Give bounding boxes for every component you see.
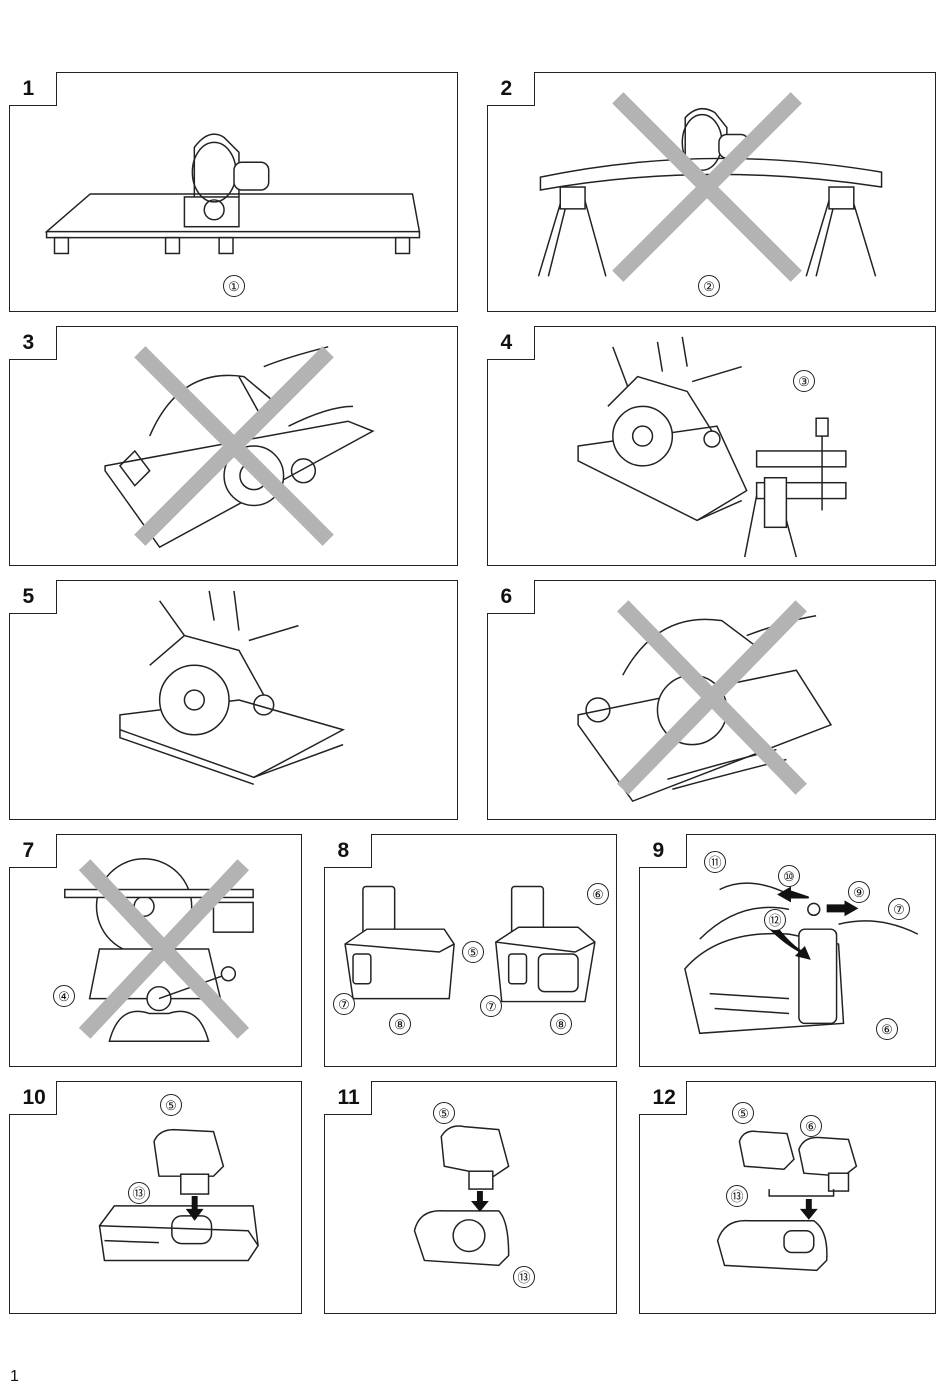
panel-number-11: 11: [323, 1080, 372, 1115]
figure-panel-12: 12 ⑤ ⑥ ⑬: [638, 1080, 936, 1314]
panel-number-8: 8: [323, 833, 372, 868]
callout-5: ⑤: [433, 1102, 455, 1124]
panel-number-9: 9: [638, 833, 687, 868]
figure-panel-9: 9 ⑪ ⑩ ⑨ ⑫ ⑦ ⑥: [638, 833, 936, 1067]
figure-panel-3: 3: [8, 325, 458, 566]
figure-panel-7: 7 ④: [8, 833, 302, 1067]
callout-8-left: ⑧: [389, 1013, 411, 1035]
callout-13: ⑬: [128, 1182, 150, 1204]
callout-13: ⑬: [513, 1266, 535, 1288]
callout-5: ⑤: [732, 1102, 754, 1124]
figure-panel-6: 6: [486, 579, 936, 820]
figure-panel-2: 2 ②: [486, 71, 936, 312]
battery-insert-into-charger-illustration: [98, 1128, 259, 1262]
panel-number-1: 1: [8, 71, 57, 106]
panel-number-3: 3: [8, 325, 57, 360]
panel-number-6: 6: [486, 579, 535, 614]
callout-7: ⑦: [888, 898, 910, 920]
hand-under-board-prohibited-illustration: [577, 600, 833, 803]
saw-clamped-in-vise-prohibited-illustration: [64, 858, 254, 1042]
saw-with-clamped-workpiece-illustration: [577, 336, 847, 558]
battery-removal-illustration: [684, 882, 919, 1035]
battery-into-charger-alt-illustration: [413, 1125, 510, 1267]
callout-5: ⑤: [462, 941, 484, 963]
saw-on-sagging-board-prohibited-illustration: [537, 92, 883, 282]
figure-panel-8: 8 ⑥ ⑤ ⑦ ⑧ ⑦ ⑧: [323, 833, 617, 1067]
page-number: 1: [10, 1368, 19, 1385]
callout-1: ①: [223, 275, 245, 297]
panel-number-7: 7: [8, 833, 57, 868]
battery-packs-illustration: [344, 885, 596, 1003]
callout-9: ⑨: [848, 881, 870, 903]
callout-8-right: ⑧: [550, 1013, 572, 1035]
callout-13: ⑬: [726, 1185, 748, 1207]
callout-2: ②: [698, 275, 720, 297]
callout-7-right: ⑦: [480, 995, 502, 1017]
saw-held-incorrectly-prohibited-illustration: [104, 346, 375, 549]
callout-10: ⑩: [778, 865, 800, 887]
callout-3: ③: [793, 370, 815, 392]
two-batteries-and-charger-illustration: [716, 1130, 858, 1272]
callout-12: ⑫: [764, 909, 786, 931]
panel-number-4: 4: [486, 325, 535, 360]
callout-5: ⑤: [160, 1094, 182, 1116]
figure-panel-1: 1 ①: [8, 71, 458, 312]
panel-number-12: 12: [638, 1080, 687, 1115]
panel-number-5: 5: [8, 579, 57, 614]
callout-7-left: ⑦: [333, 993, 355, 1015]
callout-6: ⑥: [876, 1018, 898, 1040]
callout-4: ④: [53, 985, 75, 1007]
figure-panel-5: 5: [8, 579, 458, 820]
callout-11: ⑪: [704, 851, 726, 873]
panel-number-2: 2: [486, 71, 535, 106]
figure-panel-10: 10 ⑤ ⑬: [8, 1080, 302, 1314]
panel-number-10: 10: [8, 1080, 57, 1115]
callout-6: ⑥: [587, 883, 609, 905]
figure-panel-11: 11 ⑤ ⑬: [323, 1080, 617, 1314]
saw-cutting-with-both-hands-illustration: [119, 590, 346, 785]
saw-on-supported-board-illustration: [44, 133, 421, 255]
figure-panel-4: 4 ③: [486, 325, 936, 566]
callout-6: ⑥: [800, 1115, 822, 1137]
